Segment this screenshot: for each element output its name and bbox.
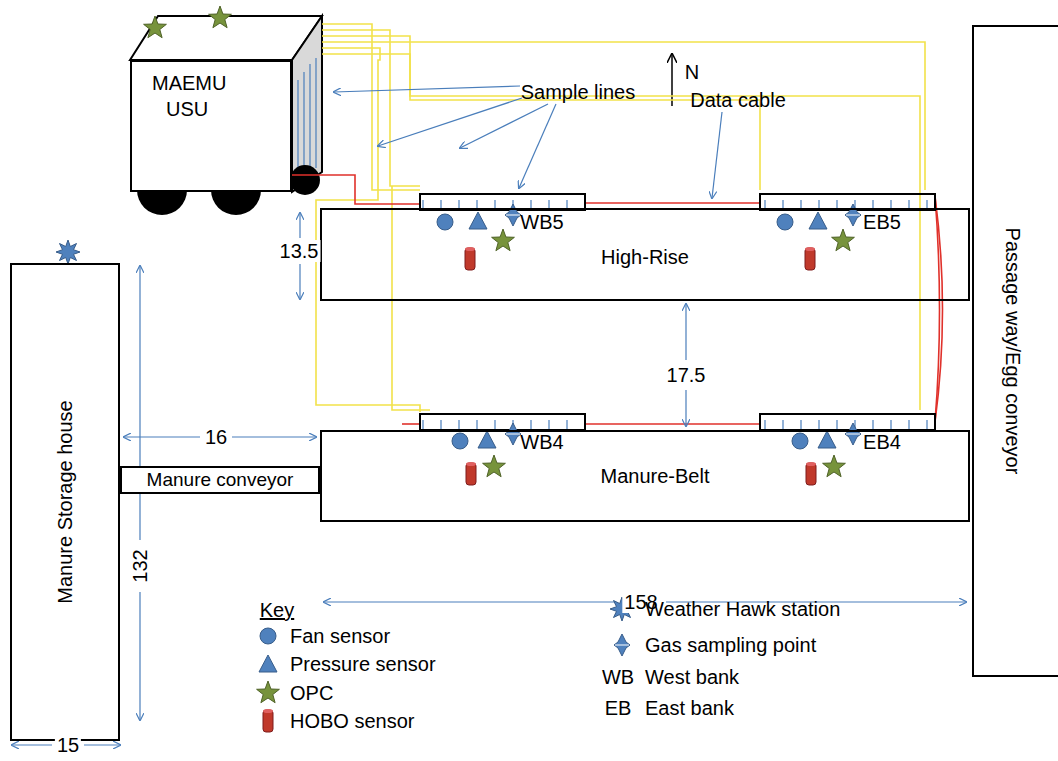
text-label: WB5: [520, 211, 563, 233]
dimension-label: 13.5: [278, 240, 321, 262]
text-label: Key: [260, 599, 294, 621]
dimension-lines: [12, 213, 966, 745]
legend-text: HOBO sensor: [290, 710, 414, 732]
pressure-sensor: [259, 655, 277, 672]
node-label: High-Rise: [601, 246, 689, 268]
building-box: Manure conveyor: [120, 466, 320, 494]
hobo-sensor: [263, 710, 273, 732]
sensor-symbols: [56, 6, 861, 485]
node-label: Manure conveyor: [147, 470, 294, 491]
pressure-sensor: [818, 431, 836, 448]
fan-sensor: [260, 628, 276, 644]
opc-star: [832, 229, 855, 251]
hobo-top: [263, 709, 273, 713]
opc-star: [144, 16, 167, 38]
text-label: EB5: [863, 211, 901, 233]
opc-star: [492, 229, 515, 251]
fan-bank: [420, 194, 935, 430]
fan-sensor: [777, 214, 793, 230]
text-label: EB4: [863, 431, 901, 453]
weather-station: [56, 240, 80, 264]
text-label: N: [685, 61, 699, 83]
fan-sensor: [452, 433, 468, 449]
node-label: MAEMU: [152, 72, 226, 94]
opc-star: [257, 681, 280, 703]
truck-side-lines: [298, 58, 316, 175]
text-label: WB: [602, 666, 634, 688]
gas-sampling-point: [505, 423, 521, 445]
dimension-label: 15: [55, 734, 81, 756]
legend-text: Pressure sensor: [290, 653, 436, 675]
legend-text: Weather Hawk station: [645, 598, 840, 620]
wheel: [290, 165, 320, 195]
node-label: Passage way/Egg conveyor: [1002, 228, 1024, 475]
node-label: Manure Storage house: [54, 400, 76, 603]
building-box: Passage way/Egg conveyor: [972, 25, 1058, 677]
gas-mark: [615, 645, 629, 646]
gas-mark: [506, 215, 520, 216]
hobo-sensor: [806, 463, 816, 485]
dimension-label: 132: [129, 547, 151, 584]
hobo-sensor: [805, 248, 815, 270]
gas-mark: [846, 215, 860, 216]
text-label: Data cable: [690, 89, 786, 111]
vehicle-box: MAEMU USU: [130, 60, 292, 192]
gas-sampling-point: [614, 634, 630, 656]
text-label: WB4: [520, 431, 563, 453]
pressure-sensor: [809, 212, 827, 229]
legend-text: Fan sensor: [290, 625, 390, 647]
fan-sensor: [792, 433, 808, 449]
dimension-label: 16: [203, 426, 229, 448]
opc-star: [823, 455, 846, 477]
hobo-sensor: [466, 463, 476, 485]
text-label: EB: [605, 697, 632, 719]
fan-sensor: [437, 214, 453, 230]
legend-text: East bank: [645, 697, 734, 719]
opc-star: [483, 455, 506, 477]
hobo-top: [806, 462, 816, 466]
north-arrow: [671, 54, 673, 106]
legend-icons: [257, 597, 634, 732]
sample-lines: [316, 24, 925, 412]
gas-mark: [846, 434, 860, 435]
legend-text: OPC: [290, 682, 333, 704]
hobo-top: [465, 247, 475, 251]
node-label: Manure-Belt: [601, 465, 710, 487]
node-label: USU: [166, 98, 208, 120]
legend-text: West bank: [645, 666, 739, 688]
pressure-sensor: [478, 431, 496, 448]
hobo-sensor: [465, 248, 475, 270]
legend-text: Gas sampling point: [645, 634, 816, 656]
text-label: Sample lines: [521, 81, 636, 103]
dimension-label: 17.5: [665, 364, 708, 386]
gas-sampling-point: [845, 423, 861, 445]
building-box: Manure Storage house: [10, 263, 120, 741]
pressure-sensor: [469, 212, 487, 229]
hobo-top: [466, 462, 476, 466]
gas-mark: [506, 434, 520, 435]
hobo-top: [805, 247, 815, 251]
opc-star: [209, 6, 232, 28]
